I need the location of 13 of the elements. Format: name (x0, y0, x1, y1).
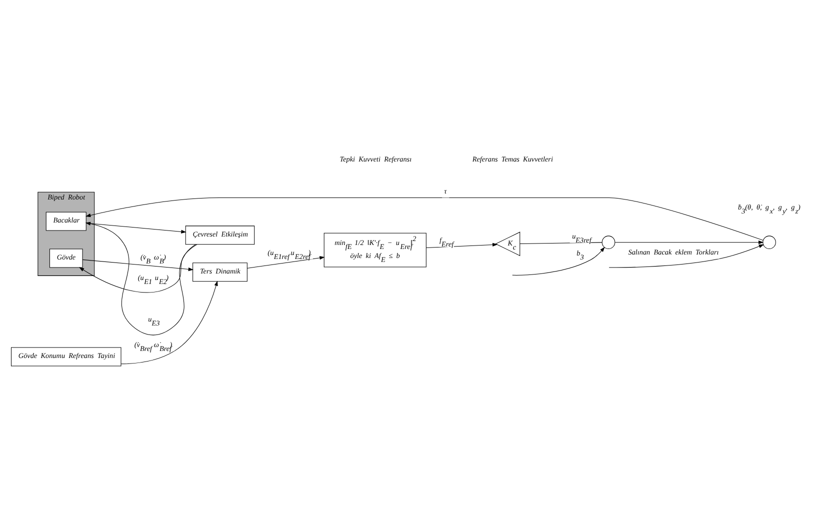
arrow (82, 259, 194, 272)
arrow (608, 240, 764, 268)
node-circle (762, 236, 776, 250)
node-circle (602, 236, 616, 250)
arrow (246, 256, 325, 269)
arrow (120, 280, 218, 364)
arrow (86, 197, 764, 241)
arrow (85, 222, 196, 336)
connector (520, 242, 602, 244)
arrow (86, 222, 186, 234)
arrow (426, 242, 498, 248)
arrow (78, 244, 198, 293)
arrow (614, 240, 764, 248)
